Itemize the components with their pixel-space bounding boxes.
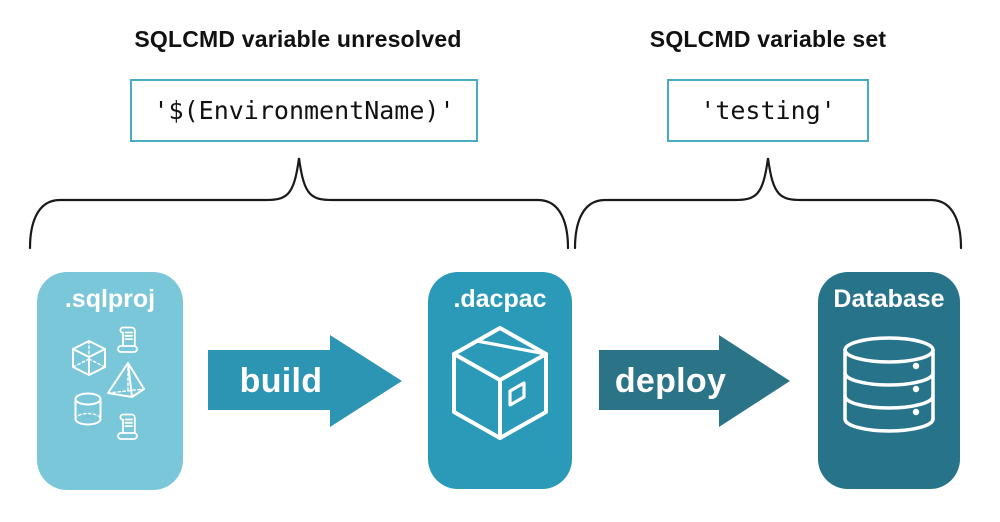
code-value-unresolved: '$(EnvironmentName)' — [153, 96, 455, 125]
curly-brace-right — [573, 157, 963, 250]
code-value-set: 'testing' — [700, 96, 836, 125]
package-box-icon — [452, 326, 548, 440]
stage-card-dacpac: .dacpac — [428, 272, 572, 489]
deploy-arrow-label: deploy — [614, 361, 727, 400]
scroll-icon — [117, 413, 138, 440]
code-box-unresolved: '$(EnvironmentName)' — [130, 79, 478, 142]
right-arrow-shape — [208, 335, 402, 427]
stage-card-database: Database — [818, 272, 960, 489]
stage-card-sqlproj: .sqlproj — [37, 272, 183, 490]
stage-label-dacpac: .dacpac — [453, 285, 547, 313]
pyramid-icon — [107, 362, 145, 398]
heading-sqlcmd-set: SQLCMD variable set — [649, 26, 887, 52]
sql-objects-cluster — [68, 325, 152, 445]
build-arrow-label: build — [239, 361, 323, 400]
curly-brace-left — [28, 157, 570, 250]
cube-icon — [72, 340, 106, 376]
cylinder-icon — [74, 392, 102, 426]
deploy-arrow: deploy — [599, 335, 790, 427]
scroll-icon — [117, 326, 138, 353]
database-icon — [843, 336, 935, 433]
code-box-set: 'testing' — [667, 79, 869, 142]
stage-label-database: Database — [833, 285, 945, 313]
right-arrow-shape — [599, 335, 790, 427]
build-arrow: build — [208, 335, 402, 427]
heading-sqlcmd-unresolved: SQLCMD variable unresolved — [134, 26, 462, 52]
stage-label-sqlproj: .sqlproj — [64, 285, 156, 313]
